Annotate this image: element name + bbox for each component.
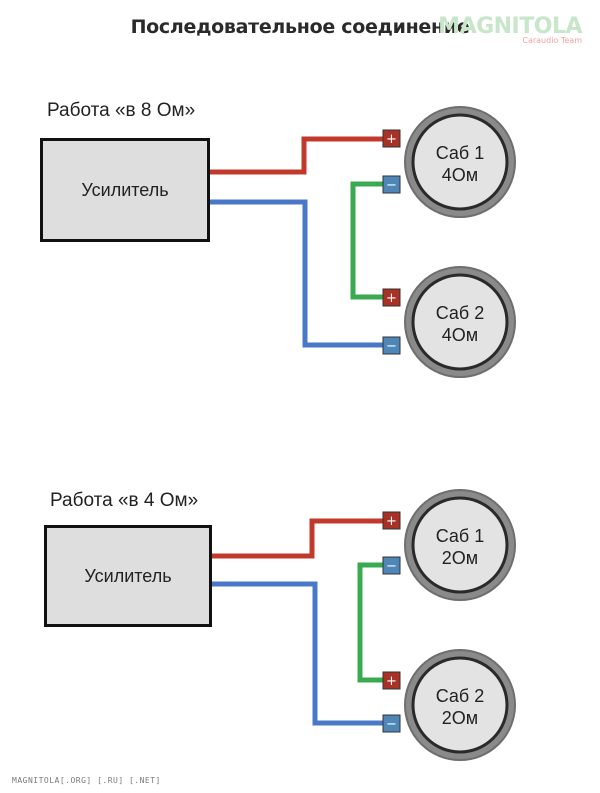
positive-terminal: + [382,288,401,307]
subwoofer-speaker: Саб 1 2Ом [404,489,516,601]
sub-name-label: Саб 2 [436,686,485,706]
positive-terminal: + [382,511,401,530]
page-title: Последовательное соединение [130,16,470,38]
negative-terminal: − [382,336,401,355]
negative-terminal: − [382,175,401,194]
svg-text:−: − [386,339,397,354]
sub-ohm-label: 2Ом [442,548,478,568]
sub-ohm-label: 2Ом [442,708,478,728]
logo-subtitle: Caraudio Team [522,36,582,45]
svg-text:−: − [386,717,397,732]
amplifier-label: Усилитель [84,565,172,586]
svg-text:+: + [386,132,397,147]
sub-name-label: Саб 1 [436,143,485,163]
svg-text:+: + [386,674,397,689]
svg-text:+: + [386,291,397,306]
amplifier-label: Усилитель [81,179,169,200]
svg-text:−: − [386,178,397,193]
negative-wire [210,199,384,348]
positive-terminal: + [382,129,401,148]
bridge-wire [350,181,384,300]
negative-terminal: − [382,556,401,575]
bridge-wire [357,562,384,683]
sub-ohm-label: 4Ом [442,325,478,345]
section-label-8ohm: Работа «в 8 Ом» [47,100,196,121]
svg-text:+: + [386,514,397,529]
section-label-4ohm: Работа «в 4 Ом» [50,490,199,511]
logo-mark: MAGNITOLA [438,14,582,39]
amplifier-box: Усилитель [44,525,212,627]
positive-wire [210,136,384,175]
negative-terminal: − [382,714,401,733]
positive-wire [212,518,384,559]
footer-watermark: MAGNITOLA[.ORG] [.RU] [.NET] [12,776,161,785]
sub-ohm-label: 4Ом [442,165,478,185]
negative-wire [212,581,384,726]
amplifier-box: Усилитель [40,138,210,242]
subwoofer-speaker: Саб 2 4Ом [404,266,516,378]
watermark-logo: MAGNITOLA Caraudio Team [438,14,582,45]
sub-name-label: Саб 1 [436,526,485,546]
svg-text:−: − [386,559,397,574]
positive-terminal: + [382,671,401,690]
sub-name-label: Саб 2 [436,303,485,323]
subwoofer-speaker: Саб 1 4Ом [404,106,516,218]
subwoofer-speaker: Саб 2 2Ом [404,649,516,761]
